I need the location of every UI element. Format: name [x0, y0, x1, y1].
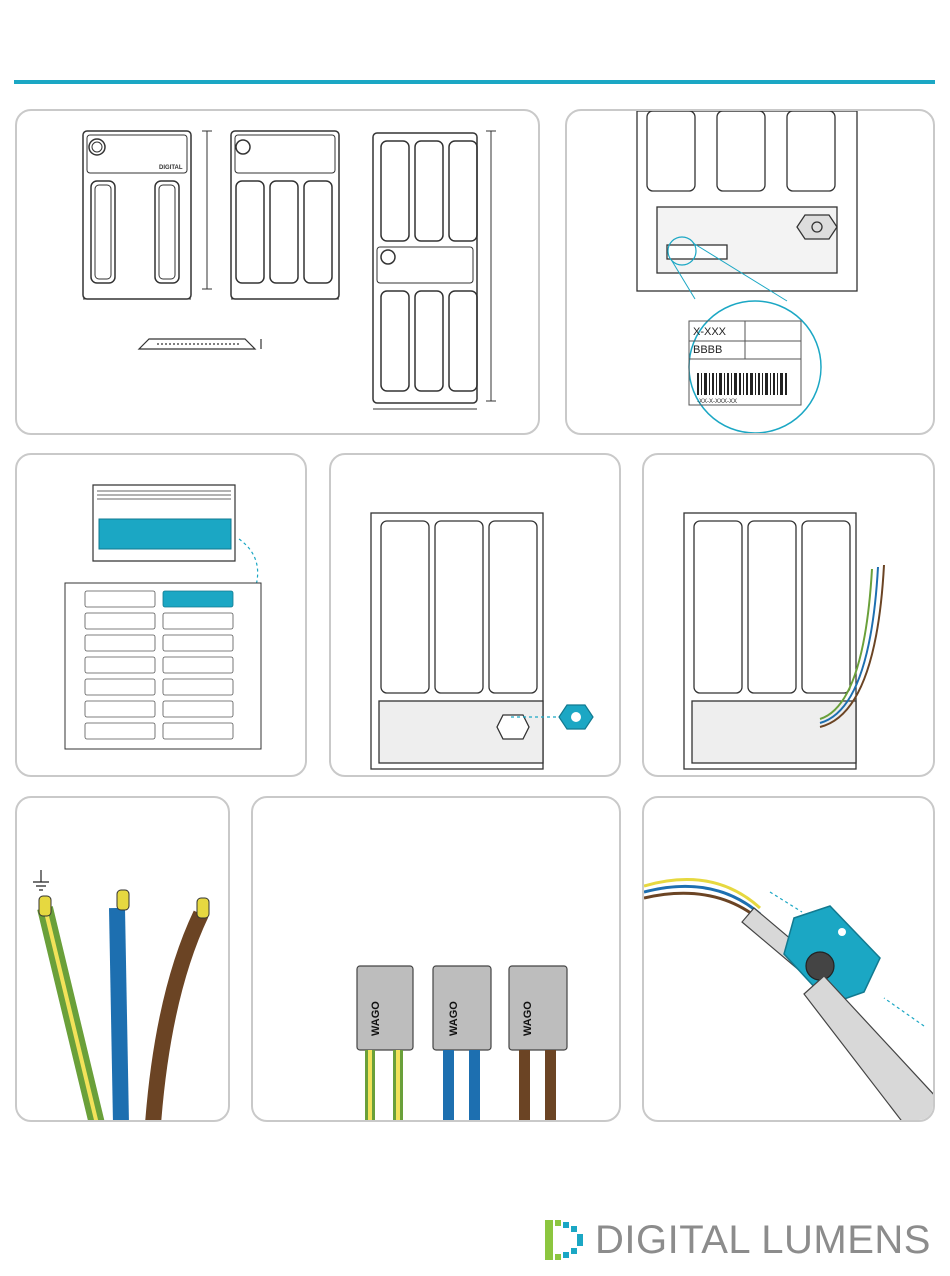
- insert-arrow-bottom: [884, 998, 924, 1026]
- sheet-label: [85, 635, 155, 651]
- ground-icon: [33, 870, 49, 890]
- neutral-wire: [117, 908, 121, 1122]
- sheet-label: [85, 657, 155, 673]
- panel-wago-connectors: WAGO WAGO WAGO: [251, 796, 621, 1122]
- label-sheet-drawing: [17, 455, 307, 777]
- label-zoom-serial: -XX-X-XXX-XX: [697, 399, 737, 405]
- digital-lumens-mark-icon: [545, 1220, 585, 1260]
- highlighted-label: [163, 591, 233, 607]
- gland-assembly-drawing: [644, 798, 935, 1122]
- sheet-label: [163, 635, 233, 651]
- wire-colours-drawing: [17, 798, 230, 1122]
- sheet-label: [85, 613, 155, 629]
- fixture-dimension-drawing: DIGITAL: [17, 111, 540, 435]
- wago-connector-ground: WAGO: [357, 966, 413, 1122]
- fixture-two-bay: [83, 131, 191, 299]
- wago-connector-neutral: WAGO: [433, 966, 491, 1122]
- fixture-three-bay: [231, 131, 339, 299]
- sheet-label: [163, 723, 233, 739]
- panel-gland-assembly: [642, 796, 935, 1122]
- header-rule: [14, 80, 935, 84]
- sheet-label: [85, 701, 155, 717]
- insert-arrow-top: [770, 892, 802, 912]
- fixture-side-profile: [139, 339, 261, 349]
- wago-connector-live: WAGO: [509, 966, 567, 1122]
- sheet-label: [163, 679, 233, 695]
- fixture-two-bay-logo: DIGITAL: [159, 165, 183, 171]
- panel-knockout-plate: [329, 453, 621, 777]
- conduit: [804, 976, 935, 1122]
- sheet-label: [163, 701, 233, 717]
- sheet-label: [85, 679, 155, 695]
- wire-routing-drawing: [644, 455, 935, 777]
- panel-wire-routing: [642, 453, 935, 777]
- sheet-label: [163, 613, 233, 629]
- live-wire-tip: [197, 898, 209, 918]
- label-zoom-line1: X-XXX: [693, 326, 727, 338]
- fixture-back-view: [637, 111, 857, 291]
- brand-wordmark: DIGITAL LUMENS: [595, 1218, 931, 1262]
- wago-label-2: WAGO: [448, 1001, 460, 1036]
- fixture-open-view: [371, 513, 543, 769]
- ground-wire-tip: [39, 896, 51, 916]
- sheet-label: [85, 591, 155, 607]
- fixture-open-view-wired: [684, 513, 856, 769]
- label-zoom-line2: BBBB: [693, 344, 722, 356]
- sheet-label: [163, 657, 233, 673]
- routed-ground-wire: [820, 569, 872, 719]
- panel-label-sheet: [15, 453, 307, 777]
- fixture-with-label: [93, 485, 235, 561]
- fixture-six-bay: [373, 133, 477, 403]
- wago-label-3: WAGO: [522, 1001, 534, 1036]
- sheet-label: [85, 723, 155, 739]
- footer-logo: DIGITAL LUMENS: [545, 1218, 937, 1262]
- knockout-plate-drawing: [331, 455, 621, 777]
- panel-fixture-dimensions: DIGITAL: [15, 109, 540, 435]
- routed-neutral-wire: [820, 567, 878, 723]
- panel-label-location: X-XXX BBBB -XX-X-XXX-XX: [565, 109, 935, 435]
- wago-connectors-drawing: WAGO WAGO WAGO: [253, 798, 621, 1122]
- live-wire: [153, 914, 201, 1122]
- wago-label-1: WAGO: [370, 1001, 382, 1036]
- cable-gland: [806, 952, 834, 980]
- label-location-drawing: X-XXX BBBB -XX-X-XXX-XX: [567, 111, 935, 435]
- applied-label: [99, 519, 231, 549]
- neutral-wire-tip: [117, 890, 129, 910]
- panel-wire-colours: [15, 796, 230, 1122]
